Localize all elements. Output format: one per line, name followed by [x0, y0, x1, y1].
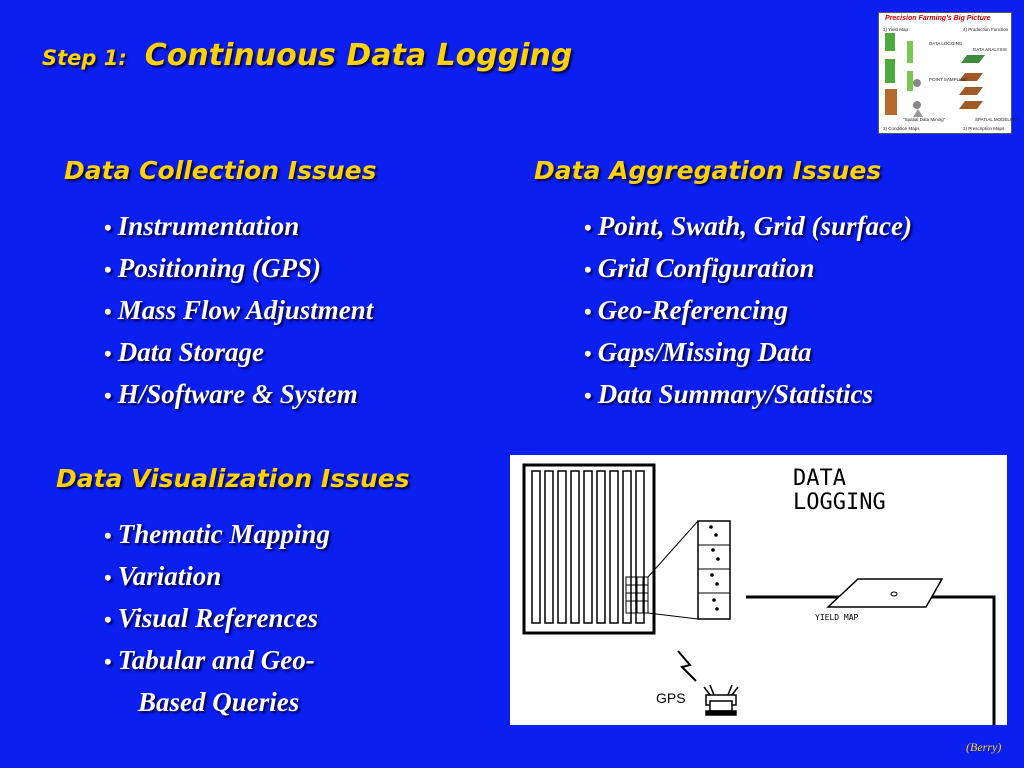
- collection-list: •Instrumentation •Positioning (GPS) •Mas…: [104, 206, 373, 416]
- gps-label: GPS: [656, 690, 686, 706]
- list-item: •Visual References: [104, 603, 318, 633]
- list-item: •Mass Flow Adjustment: [104, 295, 374, 325]
- collection-heading: Data Collection Issues: [64, 156, 377, 185]
- big-picture-thumbnail: Precision Farming's Big Picture 1) Yield…: [878, 12, 1018, 134]
- visualization-heading: Data Visualization Issues: [56, 464, 410, 493]
- list-item: •Tabular and Geo-: [104, 645, 315, 675]
- gps-signal-icon: [677, 650, 697, 682]
- slide-title-text: Continuous Data Logging: [144, 38, 573, 73]
- list-item: •Data Storage: [104, 337, 264, 367]
- slide-title: Step 1: Continuous Data Logging: [42, 38, 572, 73]
- thumb-data-analysis-label: DATA ANALYSIS: [973, 47, 1007, 52]
- thumbnail-graphic: [885, 33, 985, 117]
- list-item: •Geo-Referencing: [584, 295, 789, 325]
- diagram-graphic: [522, 463, 996, 725]
- list-item: •Grid Configuration: [584, 253, 815, 283]
- list-item: Based Queries: [138, 687, 300, 717]
- thumb-yield-map-label: 1) Yield Map: [883, 27, 909, 32]
- step-label: Step 1:: [42, 46, 127, 70]
- aggregation-list: •Point, Swath, Grid (surface) •Grid Conf…: [584, 206, 912, 416]
- aggregation-heading: Data Aggregation Issues: [534, 156, 882, 185]
- list-item: •Gaps/Missing Data: [584, 337, 812, 367]
- yield-map-label: YIELD MAP: [815, 613, 859, 622]
- thumb-production-function-label: 4) Production Function: [963, 27, 1009, 32]
- sample-points: [709, 525, 720, 611]
- grid-detail: [625, 576, 649, 614]
- thumb-prescription-maps-label: 3) Prescription Maps: [963, 126, 1005, 131]
- list-item: •Thematic Mapping: [104, 519, 330, 549]
- thumbnail-title: Precision Farming's Big Picture: [885, 15, 991, 22]
- list-item: •Data Summary/Statistics: [584, 379, 874, 409]
- thumb-point-sampling-label: POINT SAMPLING: [929, 77, 968, 82]
- diagram-title: DATA LOGGING: [793, 466, 886, 515]
- list-item: •Variation: [104, 561, 222, 591]
- thumb-data-logging-label: DATA LOGGING: [929, 41, 963, 46]
- combine-path: [746, 595, 996, 725]
- gps-satellite-icon: [703, 684, 739, 716]
- visualization-list: •Thematic Mapping •Variation •Visual Ref…: [104, 514, 330, 723]
- sample-strip: [697, 520, 731, 620]
- list-item: •Point, Swath, Grid (surface): [584, 211, 912, 241]
- thumb-spatial-data-mining-label: "Spatial Data Mining": [903, 117, 946, 122]
- thumb-spatial-modeling-label: SPATIAL MODELING: [975, 117, 1018, 122]
- yield-map-shape: [826, 578, 944, 608]
- list-item: •H/Software & System: [104, 379, 358, 409]
- list-item: •Instrumentation: [104, 211, 300, 241]
- list-item: •Positioning (GPS): [104, 253, 321, 283]
- swath-lines: [531, 470, 645, 624]
- data-logging-diagram: DATA LOGGING YIELD MAP GPS: [510, 455, 1007, 725]
- credit: (Berry): [966, 740, 1002, 754]
- thumb-condition-maps-label: 2) Condition Maps: [883, 126, 920, 131]
